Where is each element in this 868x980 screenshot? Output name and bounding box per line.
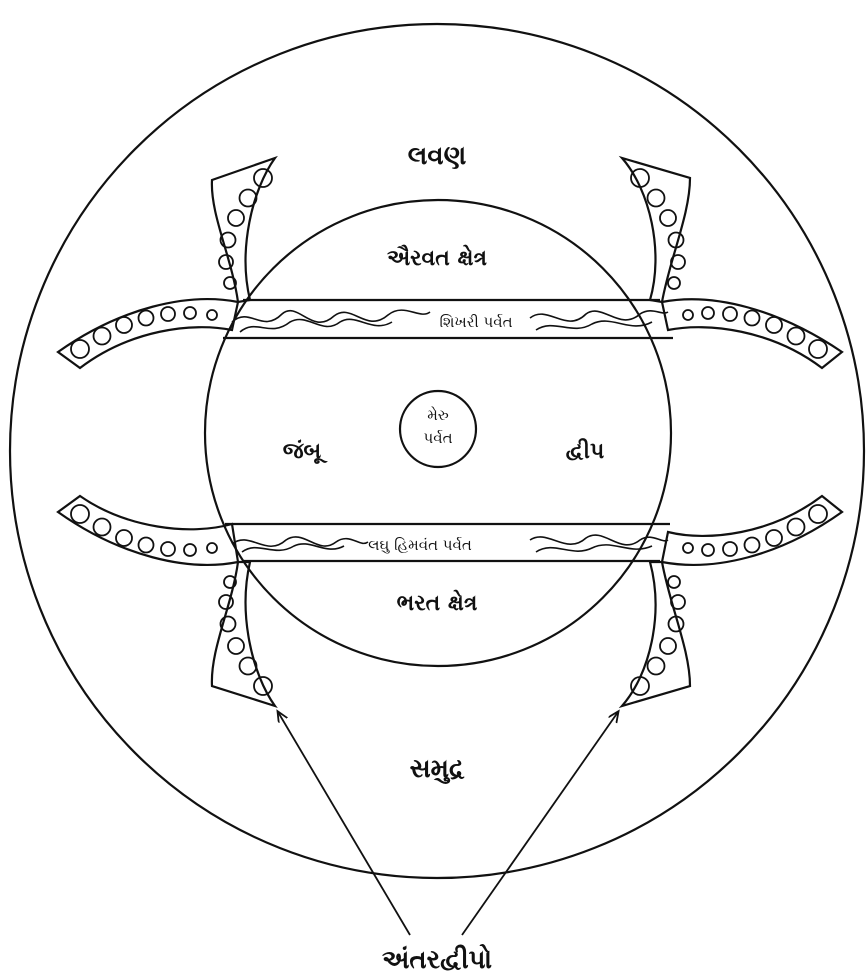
label-meru-line2: પર્વત — [423, 429, 452, 447]
label-shikhari-parvat: શિખરી પર્વત — [439, 313, 512, 331]
label-meru-line1: મેરુ — [427, 406, 449, 424]
arrow-left — [278, 712, 410, 935]
antardvipa-arm-bottom-left-vertical — [212, 562, 275, 706]
label-antardvipo: અંતરદ્વીપો — [382, 944, 492, 975]
label-dvip: દ્વીપ — [566, 438, 604, 464]
label-samudra: સમુદ્ર — [410, 754, 465, 784]
label-laghu-himavant-parvat: લઘુ હિમવંત પર્વત — [368, 536, 472, 554]
label-lavana: લવણ — [408, 141, 467, 171]
label-jambu: જંબૂ — [283, 439, 329, 464]
label-bharat-kshetra: ભરત ક્ષેત્ર — [397, 589, 478, 616]
antardvipa-arm-top-left-vertical — [212, 158, 275, 302]
arrow-right — [462, 712, 618, 935]
label-airavat-kshetra: ઐરવત ક્ષેત્ર — [387, 244, 488, 271]
